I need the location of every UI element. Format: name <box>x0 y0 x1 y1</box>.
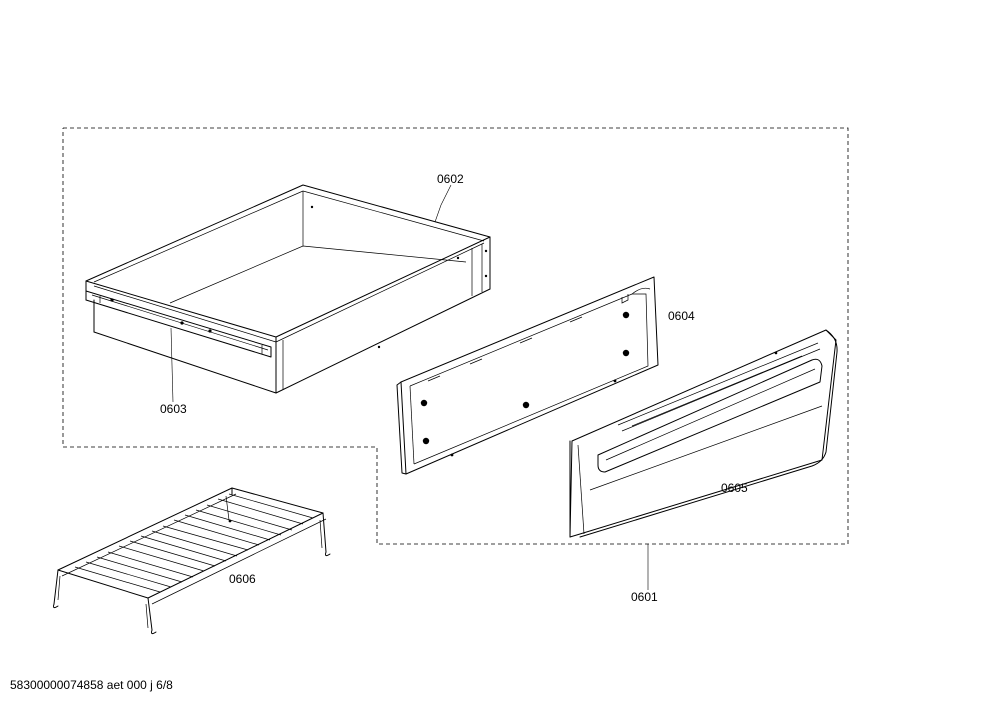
inner-panel <box>396 276 659 475</box>
drawer-box <box>85 184 491 394</box>
leader-0603 <box>170 327 174 403</box>
leader-0602 <box>434 184 452 223</box>
callout-0606: 0606 <box>229 572 256 586</box>
front-fascia <box>569 329 838 538</box>
callout-0605: 0605 <box>721 481 748 495</box>
callout-0601: 0601 <box>631 590 658 604</box>
wire-rack <box>53 487 331 635</box>
document-id: 58300000074858 aet 000 j 6/8 <box>10 678 173 692</box>
assembly-boundary <box>62 127 849 545</box>
callout-0603: 0603 <box>160 402 187 416</box>
callout-0604: 0604 <box>668 309 695 323</box>
callout-0602: 0602 <box>437 172 464 186</box>
